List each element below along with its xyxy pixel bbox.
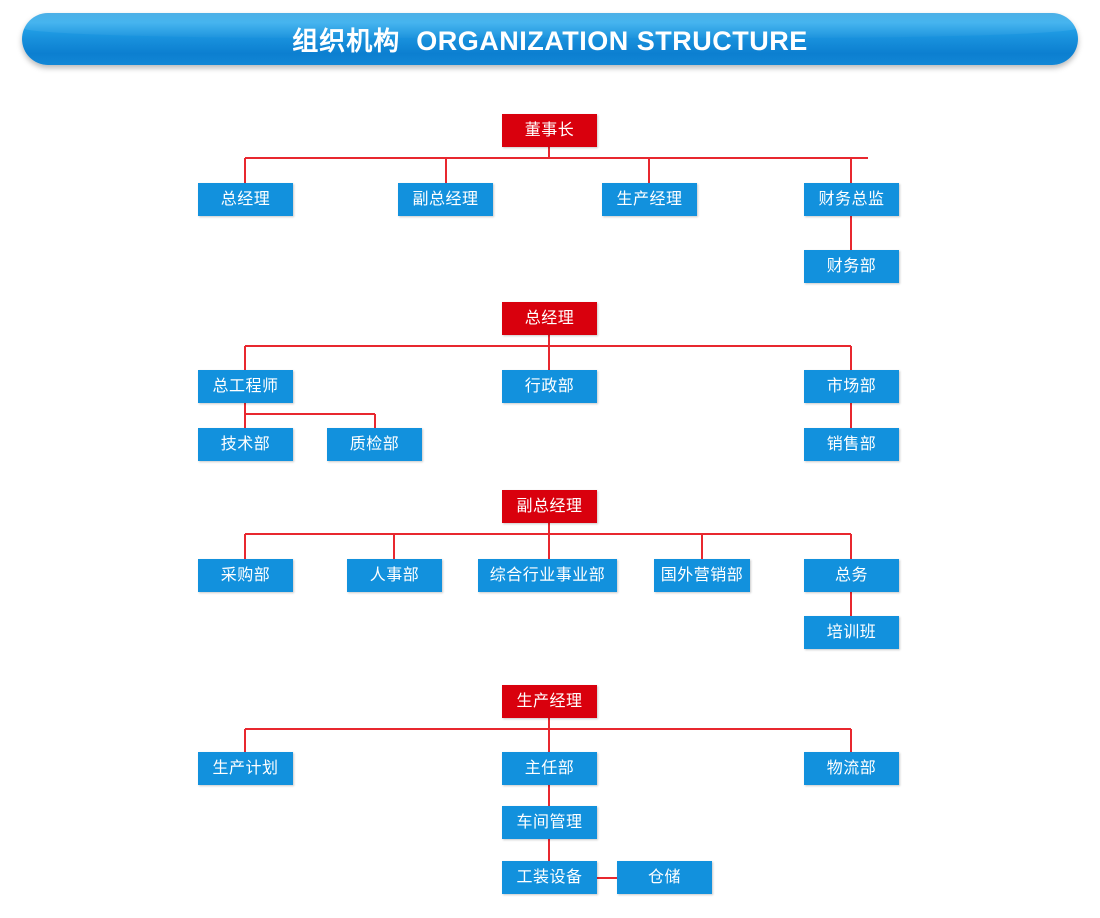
node-general-industry-div[interactable]: 综合行业事业部	[478, 559, 617, 592]
node-workshop-management[interactable]: 车间管理	[502, 806, 597, 839]
banner-background: 组织机构 ORGANIZATION STRUCTURE	[22, 13, 1078, 65]
node-hr-dept[interactable]: 人事部	[347, 559, 442, 592]
node-overseas-marketing[interactable]: 国外营销部	[654, 559, 750, 592]
page-header-banner: 组织机构 ORGANIZATION STRUCTURE	[22, 13, 1078, 65]
node-tooling-equipment[interactable]: 工装设备	[502, 861, 597, 894]
node-production-plan[interactable]: 生产计划	[198, 752, 293, 785]
node-admin-dept[interactable]: 行政部	[502, 370, 597, 403]
node-production-manager-root[interactable]: 生产经理	[502, 685, 597, 718]
node-logistics-dept[interactable]: 物流部	[804, 752, 899, 785]
node-general-manager[interactable]: 总经理	[198, 183, 293, 216]
node-chairman[interactable]: 董事长	[502, 114, 597, 147]
node-finance-dept[interactable]: 财务部	[804, 250, 899, 283]
node-technical-dept[interactable]: 技术部	[198, 428, 293, 461]
node-production-manager[interactable]: 生产经理	[602, 183, 697, 216]
node-director-dept[interactable]: 主任部	[502, 752, 597, 785]
node-gm-root[interactable]: 总经理	[502, 302, 597, 335]
node-warehouse[interactable]: 仓储	[617, 861, 712, 894]
page-title-chinese: 组织机构	[292, 25, 401, 56]
node-sales-dept[interactable]: 销售部	[804, 428, 899, 461]
node-general-affairs[interactable]: 总务	[804, 559, 899, 592]
node-marketing-dept[interactable]: 市场部	[804, 370, 899, 403]
node-quality-dept[interactable]: 质检部	[327, 428, 422, 461]
node-purchasing-dept[interactable]: 采购部	[198, 559, 293, 592]
node-deputy-gm[interactable]: 副总经理	[398, 183, 493, 216]
node-finance-director[interactable]: 财务总监	[804, 183, 899, 216]
node-chief-engineer[interactable]: 总工程师	[198, 370, 293, 403]
banner-title-group: 组织机构 ORGANIZATION STRUCTURE	[292, 21, 808, 58]
page-title-english: ORGANIZATION STRUCTURE	[416, 25, 808, 56]
node-deputy-gm-root[interactable]: 副总经理	[502, 490, 597, 523]
node-training-class[interactable]: 培训班	[804, 616, 899, 649]
